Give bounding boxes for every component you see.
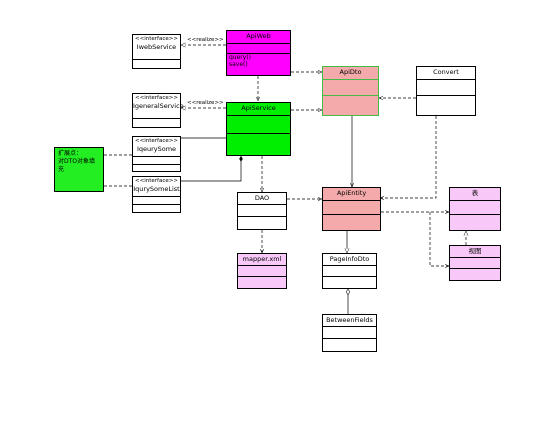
- class-convert-attrs: [417, 80, 475, 96]
- class-pageinfodto-ops: [323, 277, 376, 288]
- comp-apiservice-iquerysomelist: [181, 156, 243, 182]
- class-apientity-attrs: [323, 201, 380, 215]
- class-apiservice-ops: [227, 134, 290, 155]
- class-apiservice[interactable]: ApiService: [226, 102, 291, 156]
- class-apientity-ops: [323, 215, 380, 230]
- dep-convert-apientity: [380, 116, 437, 198]
- interface-igeneralservice[interactable]: <<interface>> IgeneralService: [132, 93, 184, 128]
- interface-iquerysome-name: IqeurySome: [136, 144, 177, 153]
- class-pageinfodto[interactable]: PageInfoDto: [322, 253, 377, 289]
- class-convert-ops: [417, 96, 475, 114]
- extension-note-line2: 对DTO对象填充: [58, 158, 96, 174]
- class-view[interactable]: 视图: [449, 245, 501, 281]
- stereotype-label: <<interface>>: [135, 138, 178, 144]
- class-pageinfodto-attrs: [323, 266, 376, 277]
- interface-iquerysomelist-name: IqurySomeList: [133, 184, 180, 193]
- interface-iquerysomelist-section: [133, 205, 180, 212]
- interface-iwebservice-name: IwebService: [136, 42, 177, 51]
- interface-iquerysome-header: <<interface>> IqeurySome: [133, 137, 180, 157]
- class-table-attrs: [450, 201, 500, 215]
- class-apientity-header: ApiEntity: [323, 188, 380, 201]
- class-dao-ops: [238, 217, 286, 229]
- class-pageinfodto-header: PageInfoDto: [323, 254, 376, 266]
- class-apiweb-op-query: query(): [229, 54, 252, 61]
- class-view-ops: [450, 269, 500, 280]
- class-apiweb[interactable]: ApiWeb query() save(): [226, 30, 291, 76]
- interface-iquerysomelist[interactable]: <<interface>> IqurySomeList: [132, 176, 181, 213]
- class-mapper-header: mapper.xml: [238, 254, 286, 266]
- class-betweenfields-attrs: [323, 327, 376, 339]
- interface-iwebservice-body: [133, 60, 180, 68]
- interface-igeneralservice-header: <<interface>> IgeneralService: [133, 94, 184, 119]
- realize-label-web: <<realize>>: [187, 37, 224, 43]
- realize-label-service: <<realize>>: [187, 100, 224, 106]
- class-mapper-ops: [238, 277, 286, 288]
- class-apiweb-op-save: save(): [229, 61, 248, 69]
- class-table-ops: [450, 215, 500, 230]
- class-view-attrs: [450, 258, 500, 269]
- class-table[interactable]: 表: [449, 187, 501, 231]
- class-betweenfields-header: BetweenFields: [323, 315, 376, 327]
- class-apidto[interactable]: ApiDto: [322, 66, 379, 116]
- interface-igeneralservice-name: IgeneralService: [133, 101, 184, 110]
- class-mapper[interactable]: mapper.xml: [237, 253, 287, 289]
- class-dao[interactable]: DAO: [237, 192, 287, 230]
- interface-iwebservice[interactable]: <<interface>> IwebService: [132, 34, 181, 69]
- class-view-header: 视图: [450, 246, 500, 258]
- interface-igeneralservice-body: [133, 119, 180, 127]
- interface-iwebservice-header: <<interface>> IwebService: [133, 35, 180, 60]
- class-dao-header: DAO: [238, 193, 286, 205]
- class-apientity[interactable]: ApiEntity: [322, 187, 381, 231]
- class-betweenfields-ops: [323, 339, 376, 351]
- interface-iquerysome[interactable]: <<interface>> IqeurySome: [132, 136, 181, 172]
- dep-apientity-view: [429, 212, 449, 266]
- class-apiweb-ops: query() save(): [227, 54, 290, 75]
- extension-note-line1: 扩展点：: [58, 150, 83, 157]
- class-apidto-header: ApiDto: [323, 67, 378, 80]
- class-apiweb-attrs: [227, 44, 290, 54]
- class-dao-attrs: [238, 205, 286, 217]
- stereotype-label: <<interface>>: [135, 178, 178, 184]
- class-apiservice-header: ApiService: [227, 103, 290, 116]
- interface-iquerysome-section: [133, 165, 180, 171]
- interface-iquerysomelist-section: [133, 197, 180, 205]
- class-convert-header: Convert: [417, 67, 475, 80]
- class-convert[interactable]: Convert: [416, 66, 476, 116]
- class-apiservice-attrs: [227, 116, 290, 134]
- extension-note[interactable]: 扩展点： 对DTO对象填充: [54, 147, 104, 192]
- class-apiweb-header: ApiWeb: [227, 31, 290, 44]
- class-mapper-attrs: [238, 266, 286, 277]
- interface-iquerysome-section: [133, 157, 180, 165]
- interface-iquerysomelist-header: <<interface>> IqurySomeList: [133, 177, 180, 197]
- class-apidto-attrs: [323, 80, 378, 96]
- stereotype-label: <<interface>>: [135, 95, 178, 101]
- class-betweenfields[interactable]: BetweenFields: [322, 314, 377, 352]
- class-table-header: 表: [450, 188, 500, 201]
- class-apidto-ops: [323, 96, 378, 114]
- stereotype-label: <<interface>>: [135, 36, 178, 42]
